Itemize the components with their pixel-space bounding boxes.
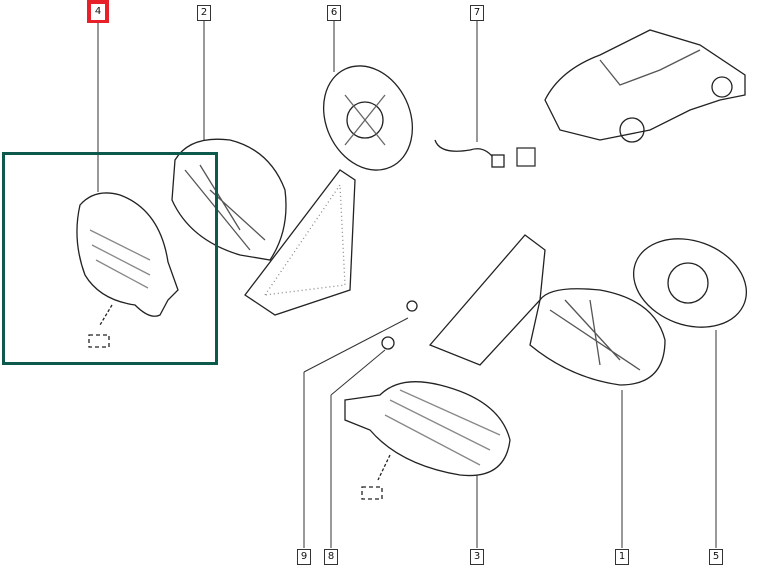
leader-lines <box>97 21 717 548</box>
callout-7[interactable]: 7 <box>470 5 484 21</box>
vehicle-illustration <box>544 29 746 143</box>
callout-2[interactable]: 2 <box>197 5 211 21</box>
callout-5[interactable]: 5 <box>709 549 723 565</box>
part-9-screw[interactable] <box>406 300 418 312</box>
part-4-mirror-cover[interactable] <box>76 192 179 348</box>
callout-3[interactable]: 3 <box>470 549 484 565</box>
part-5-mirror-glass[interactable] <box>621 224 758 343</box>
callout-4[interactable]: 4 <box>91 4 105 20</box>
selected-part-highlight <box>2 152 218 365</box>
callout-1[interactable]: 1 <box>615 549 629 565</box>
part-8-nut[interactable] <box>381 336 395 350</box>
part-6-mirror-glass[interactable] <box>307 51 429 184</box>
callout-9[interactable]: 9 <box>297 549 311 565</box>
callout-8[interactable]: 8 <box>324 549 338 565</box>
part-2-mirror-housing[interactable] <box>171 138 356 316</box>
part-3-mirror-cover[interactable] <box>344 381 511 500</box>
part-1-mirror-assembly[interactable] <box>428 234 666 386</box>
callout-6[interactable]: 6 <box>327 5 341 21</box>
part-7-wiring-harness[interactable] <box>434 139 536 168</box>
